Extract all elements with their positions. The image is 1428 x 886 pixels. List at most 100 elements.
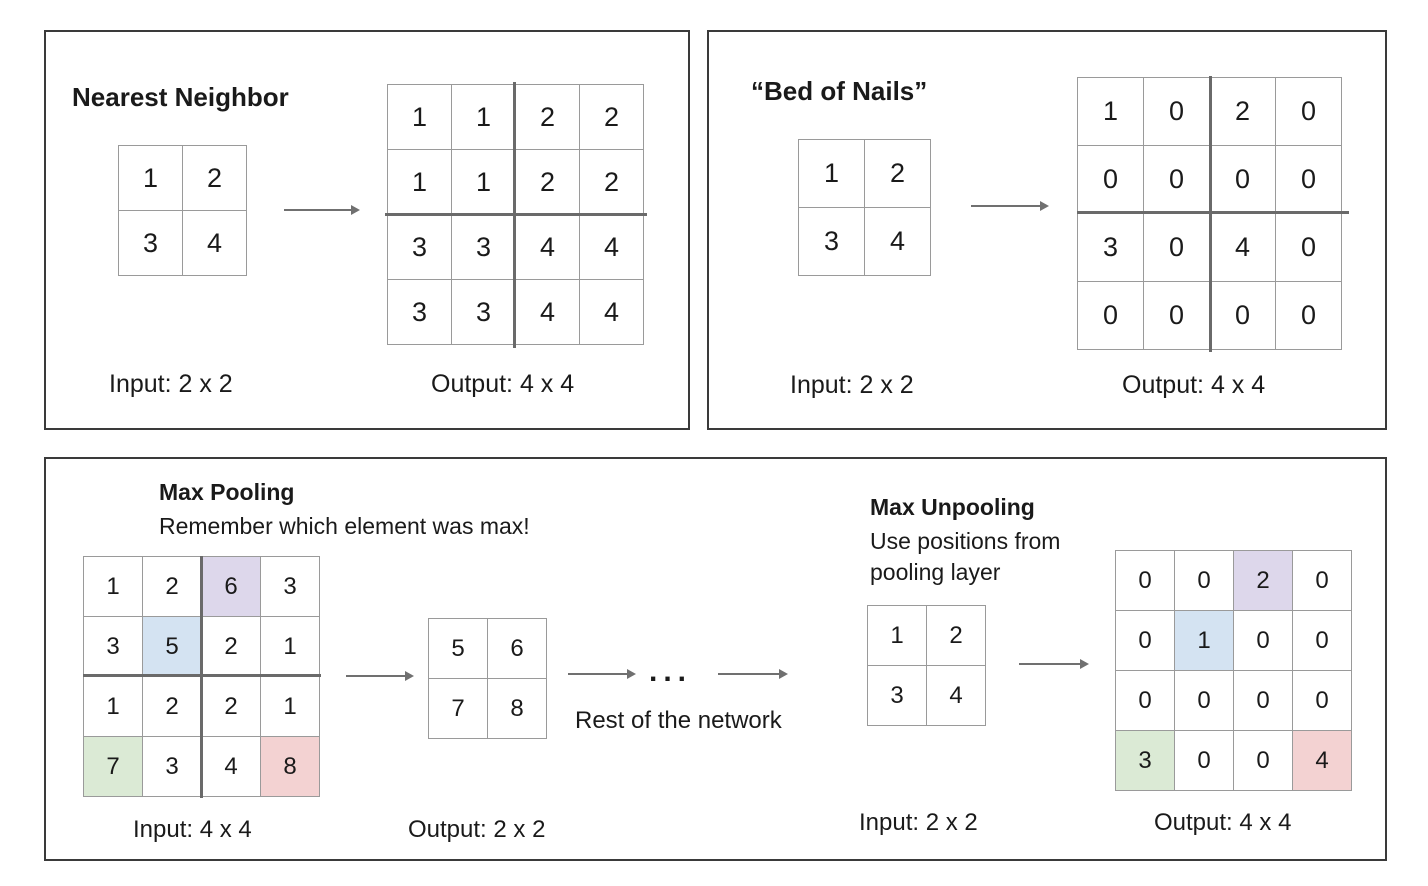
grid-cell: 0 [1078,146,1144,214]
grid-cell: 3 [452,280,516,345]
grid-cell: 0 [1276,282,1342,350]
grid-cell: 2 [1234,551,1293,611]
grid-cell: 3 [119,211,183,276]
grid-cell: 2 [202,677,261,737]
grid-cell: 0 [1234,731,1293,791]
nn-input-caption: Input: 2 x 2 [109,370,233,398]
grid-cell: 1 [84,557,143,617]
grid-cell: 3 [84,617,143,677]
grid-cell: 8 [488,679,547,739]
max-pooling-unpooling-panel: Max Pooling Remember which element was m… [44,457,1387,861]
arrow-icon [346,671,414,681]
arrow-icon [971,201,1049,211]
grid-cell: 1 [799,140,865,208]
mu-output-caption: Output: 4 x 4 [1154,809,1292,836]
grid-cell: 1 [84,677,143,737]
arrow-icon [284,205,360,215]
bn-output-caption: Output: 4 x 4 [1122,371,1266,399]
grid-cell: 5 [143,617,202,677]
grid-cell: 2 [927,606,986,666]
grid-cell: 2 [580,85,644,150]
max-unpooling-title: Max Unpooling [870,494,1035,520]
grid-cell: 0 [1144,146,1210,214]
grid-cell: 3 [261,557,320,617]
grid-cell: 0 [1078,282,1144,350]
grid-cell: 1 [868,606,927,666]
grid-cell: 0 [1144,78,1210,146]
grid-cell: 2 [143,677,202,737]
grid-cell: 4 [516,215,580,280]
grid-cell: 8 [261,737,320,797]
grid-cell: 4 [516,280,580,345]
quadrant-divider-vertical [1209,76,1212,352]
mp-output-caption: Output: 2 x 2 [408,816,546,843]
grid-cell: 2 [1210,78,1276,146]
grid-cell: 1 [1175,611,1234,671]
grid-cell: 0 [1144,214,1210,282]
grid-cell: 3 [1116,731,1175,791]
quadrant-divider-horizontal [83,674,321,677]
grid-cell: 4 [580,215,644,280]
grid-cell: 0 [1210,282,1276,350]
grid-cell: 4 [183,211,247,276]
grid-cell: 0 [1116,611,1175,671]
grid-cell: 0 [1144,282,1210,350]
grid-cell: 0 [1116,671,1175,731]
grid-cell: 0 [1276,78,1342,146]
bed-of-nails-title: “Bed of Nails” [751,76,928,106]
grid-cell: 0 [1276,214,1342,282]
quadrant-divider-horizontal [1077,211,1349,214]
grid-cell: 1 [261,617,320,677]
grid-cell: 2 [202,617,261,677]
grid-cell: 0 [1293,551,1352,611]
grid-cell: 1 [119,146,183,211]
grid-cell: 3 [388,215,452,280]
arrow-icon [718,669,788,679]
grid-cell: 1 [261,677,320,737]
max-pooling-subtitle: Remember which element was max! [159,513,530,539]
grid-cell: 0 [1234,611,1293,671]
grid-cell: 1 [452,85,516,150]
grid-cell: 2 [183,146,247,211]
grid-cell: 5 [429,619,488,679]
grid-cell: 2 [516,150,580,215]
max-pooling-title: Max Pooling [159,479,295,505]
arrow-icon [1019,659,1089,669]
grid-cell: 7 [429,679,488,739]
ellipsis: ... [649,655,693,688]
mp-input-caption: Input: 4 x 4 [133,816,252,843]
grid-cell: 4 [927,666,986,726]
grid-cell: 4 [865,208,931,276]
grid-cell: 4 [202,737,261,797]
nn-output-caption: Output: 4 x 4 [431,370,575,398]
grid-cell: 1 [388,85,452,150]
grid-cell: 7 [84,737,143,797]
grid-cell: 4 [580,280,644,345]
grid-cell: 0 [1116,551,1175,611]
grid-cell: 2 [580,150,644,215]
grid-cell: 0 [1293,671,1352,731]
grid-cell: 3 [143,737,202,797]
grid-cell: 1 [452,150,516,215]
grid-cell: 0 [1234,671,1293,731]
grid-cell: 3 [388,280,452,345]
max-unpooling-subtitle-line1: Use positions from [870,528,1061,554]
grid-cell: 6 [202,557,261,617]
arrow-icon [568,669,636,679]
grid-cell: 0 [1210,146,1276,214]
grid-cell: 0 [1175,731,1234,791]
max-unpooling-subtitle-line2: pooling layer [870,559,1001,585]
rest-of-network-label: Rest of the network [575,707,782,734]
grid-cell: 2 [143,557,202,617]
nearest-neighbor-title: Nearest Neighbor [72,82,289,112]
grid-cell: 3 [452,215,516,280]
grid-cell: 0 [1175,671,1234,731]
grid-cell: 0 [1276,146,1342,214]
quadrant-divider-vertical [200,556,203,798]
grid-cell: 3 [868,666,927,726]
